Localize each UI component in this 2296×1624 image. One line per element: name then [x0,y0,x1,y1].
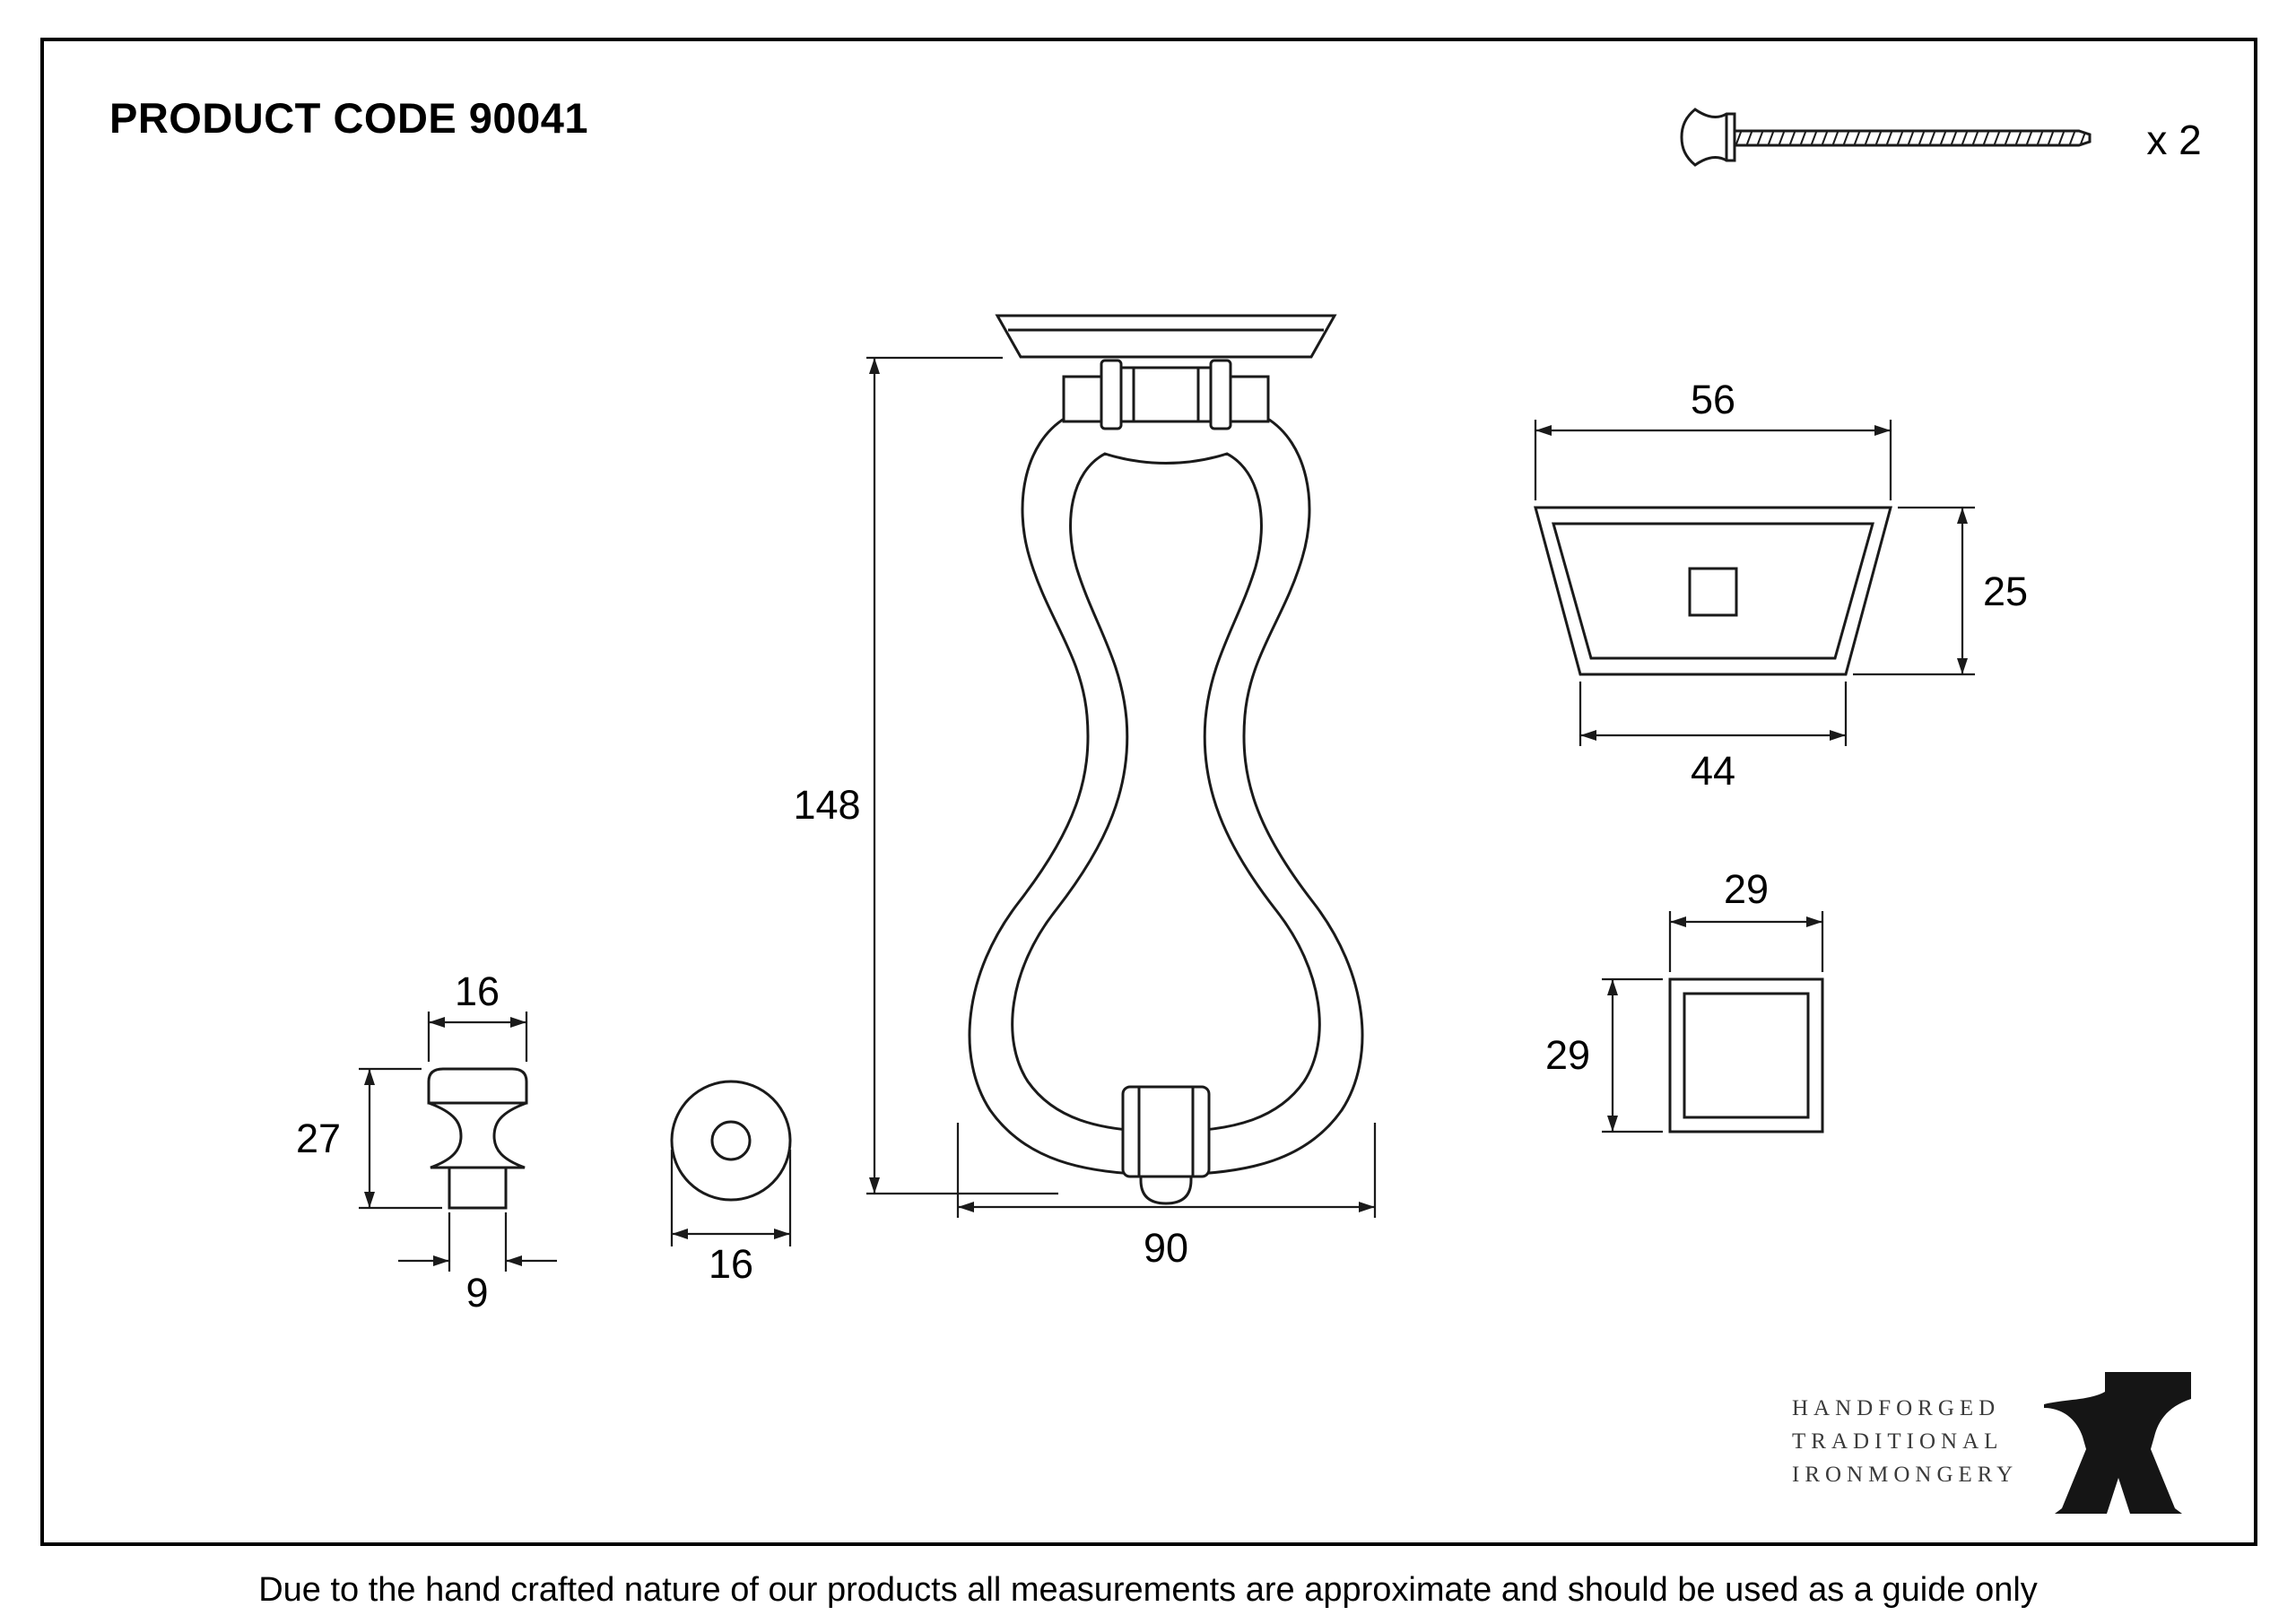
dimension-bracket-bottom-width [1580,682,1846,746]
disclaimer-text: Due to the hand crafted nature of our pr… [0,1571,2296,1610]
knob-base [449,1168,506,1208]
knob-waist [429,1103,526,1168]
logo-text-line2: TRADITIONAL [1792,1425,2018,1458]
door-knocker-front-view [970,316,1362,1203]
pivot-cap-right [1211,360,1231,429]
pivot-cap-left [1101,360,1121,429]
anvil-logo-icon [2044,1372,2191,1514]
dimension-plate-height [1602,979,1663,1132]
dimension-label-knocker-width: 90 [1144,1225,1188,1272]
dimension-knob-base-width [398,1212,557,1272]
top-plate [997,316,1335,357]
dimension-label-knob-top-width: 16 [455,968,500,1015]
knob-side-view [429,1069,526,1208]
back-plate-view [1670,979,1822,1132]
striker-knob-tip [1141,1177,1191,1203]
bracket-front-view [1535,508,1891,674]
dimension-label-plate-width: 29 [1724,866,1769,913]
knob-cap [429,1069,526,1103]
dimension-label-plate-height: 29 [1545,1032,1590,1079]
pivot-arm-right [1227,377,1268,421]
striker-knob [1123,1087,1209,1177]
bracket-square-hole [1690,569,1736,615]
dimension-label-bracket-bottom-width: 44 [1691,748,1735,795]
washer-top-view [672,1081,790,1200]
screw-shank [1733,131,2090,145]
fixing-screw-drawing [1682,109,2090,165]
logo-text-line3: IRONMONGERY [1792,1458,2018,1491]
product-code: PRODUCT CODE 90041 [109,93,588,143]
pivot-arm-left [1064,377,1105,421]
logo-text-block: HANDFORGED TRADITIONAL IRONMONGERY [1792,1392,2018,1491]
dimension-label-knob-height: 27 [296,1116,341,1162]
dimension-label-washer-diameter: 16 [709,1241,753,1288]
dimension-label-bracket-top-width: 56 [1691,377,1735,423]
logo-text-line1: HANDFORGED [1792,1392,2018,1425]
dimension-label-knob-base-width: 9 [465,1270,488,1316]
dimension-label-bracket-side-height: 25 [1983,569,2028,615]
dimension-knob-top-width [429,1012,526,1062]
dimension-bracket-top-width [1535,420,1891,500]
screw-quantity-label: x 2 [2146,116,2201,164]
dimension-plate-width [1670,911,1822,972]
dimension-label-knocker-height: 148 [793,782,860,829]
